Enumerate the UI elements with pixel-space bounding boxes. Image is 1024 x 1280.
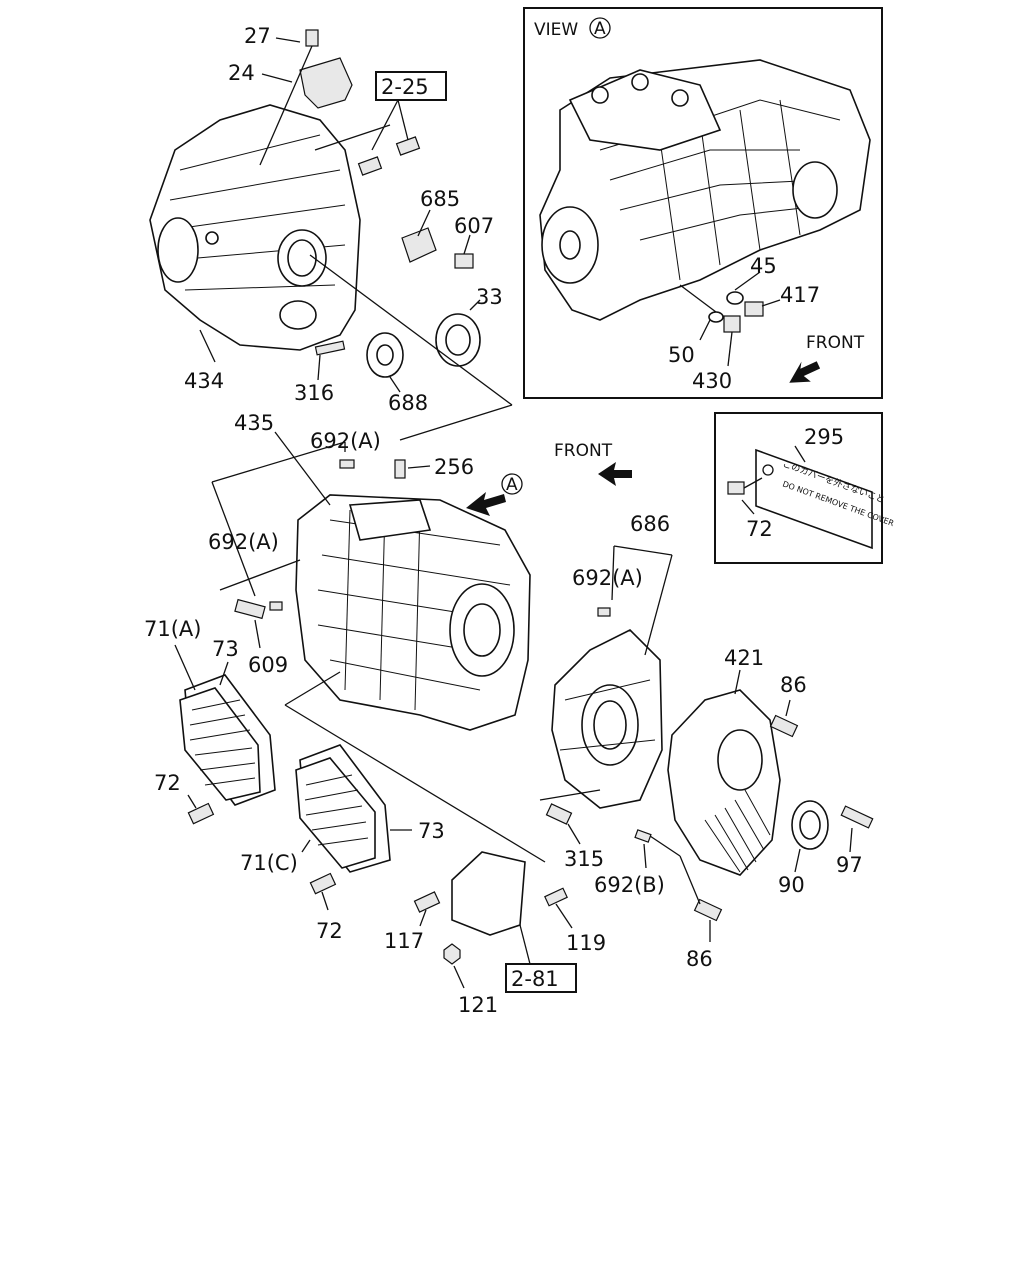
label-inset-frame <box>714 412 883 564</box>
cover-24 <box>299 57 353 109</box>
o-ring-45 <box>726 291 744 305</box>
callout-685: 685 <box>420 187 460 211</box>
view-marker-circle-icon <box>501 473 523 495</box>
pto-cover <box>451 851 526 936</box>
label-plate-inset: このカバーを外さないこと DO NOT REMOVE THE COVER 295… <box>714 412 895 564</box>
bolt-117 <box>413 891 441 913</box>
callout-295: 295 <box>804 425 844 449</box>
washer-50 <box>708 311 724 323</box>
screw-72-plate <box>727 481 745 495</box>
callout-435: 435 <box>234 411 274 435</box>
ref-box-2-81 <box>505 963 577 993</box>
bolt-315 <box>545 803 573 825</box>
view-a-arrow-icon <box>466 492 506 516</box>
view-marker: A <box>506 475 518 495</box>
callout-430: 430 <box>692 369 732 393</box>
callout-45: 45 <box>750 254 777 278</box>
callout-692a-right: 692(A) <box>572 566 643 590</box>
callout-417: 417 <box>780 283 820 307</box>
bracket-685 <box>401 227 437 263</box>
view-a-letter: A <box>594 19 606 39</box>
nut-121 <box>443 943 461 965</box>
bolt-86-bottom <box>693 898 723 922</box>
callout-86-bottom: 86 <box>686 947 713 971</box>
pin-256 <box>394 459 406 479</box>
callout-607: 607 <box>454 214 494 238</box>
callout-686: 686 <box>630 512 670 536</box>
extension-housing-421 <box>667 689 781 876</box>
callout-73-top: 73 <box>212 637 239 661</box>
callout-90: 90 <box>778 873 805 897</box>
bolt-2-25-a <box>357 156 383 176</box>
transmission-case <box>295 494 531 731</box>
main-front-label: FRONT <box>554 441 613 461</box>
pin-692a-right <box>597 607 611 617</box>
plug-430 <box>723 315 741 333</box>
callout-72-plate: 72 <box>746 517 773 541</box>
bolt-72-left <box>187 802 215 825</box>
ref-2-81: 2-81 <box>511 967 559 991</box>
view-a-frame <box>523 7 883 399</box>
callout-72-left: 72 <box>154 771 181 795</box>
callout-692b: 692(B) <box>594 873 665 897</box>
stud-119 <box>544 887 568 907</box>
pin-692a-top <box>339 459 355 469</box>
cover-71a <box>179 687 261 801</box>
callout-434: 434 <box>184 369 224 393</box>
callout-24: 24 <box>228 61 255 85</box>
view-a-title: VIEW <box>534 20 578 40</box>
view-a-circle-icon <box>589 17 611 39</box>
view-a-front-label: FRONT <box>806 333 865 353</box>
bolt-609 <box>234 598 266 620</box>
callout-692a-left: 692(A) <box>208 530 279 554</box>
transmission-assembly-drawing <box>539 59 871 321</box>
callout-72-bottom: 72 <box>316 919 343 943</box>
callout-315: 315 <box>564 847 604 871</box>
bolt-27 <box>305 29 319 47</box>
clutch-housing-434 <box>149 104 361 351</box>
main-front-arrow-icon <box>598 462 632 486</box>
callout-688: 688 <box>388 391 428 415</box>
callout-609: 609 <box>248 653 288 677</box>
callout-421: 421 <box>724 646 764 670</box>
callout-71a: 71(A) <box>144 617 201 641</box>
callout-86-top: 86 <box>780 673 807 697</box>
view-a-inset: VIEW A 4 <box>523 7 883 399</box>
ref-box-2-25 <box>375 71 447 101</box>
front-arrow-icon <box>789 361 821 383</box>
callout-121: 121 <box>458 993 498 1017</box>
callout-73-bottom: 73 <box>418 819 445 843</box>
bolt-607 <box>454 253 474 269</box>
callout-316: 316 <box>294 381 334 405</box>
key-316 <box>314 340 346 356</box>
callout-256: 256 <box>434 455 474 479</box>
plug-417 <box>744 301 764 317</box>
cover-71c <box>295 757 376 869</box>
callout-50: 50 <box>668 343 695 367</box>
bolt-86-top <box>769 714 799 738</box>
callout-33: 33 <box>476 285 503 309</box>
callout-117: 117 <box>384 929 424 953</box>
callout-97: 97 <box>836 853 863 877</box>
ref-2-25: 2-25 <box>381 75 429 99</box>
callout-692a-top: 692(A) <box>310 429 381 453</box>
bolt-72-bottom <box>309 872 337 895</box>
stud-97 <box>840 805 874 829</box>
callout-71c: 71(C) <box>240 851 298 875</box>
callout-119: 119 <box>566 931 606 955</box>
callout-27: 27 <box>244 24 271 48</box>
caution-plate <box>755 448 873 550</box>
pin-692a-609 <box>269 601 283 611</box>
bolt-2-25-b <box>395 136 421 156</box>
pin-692b <box>634 829 652 843</box>
